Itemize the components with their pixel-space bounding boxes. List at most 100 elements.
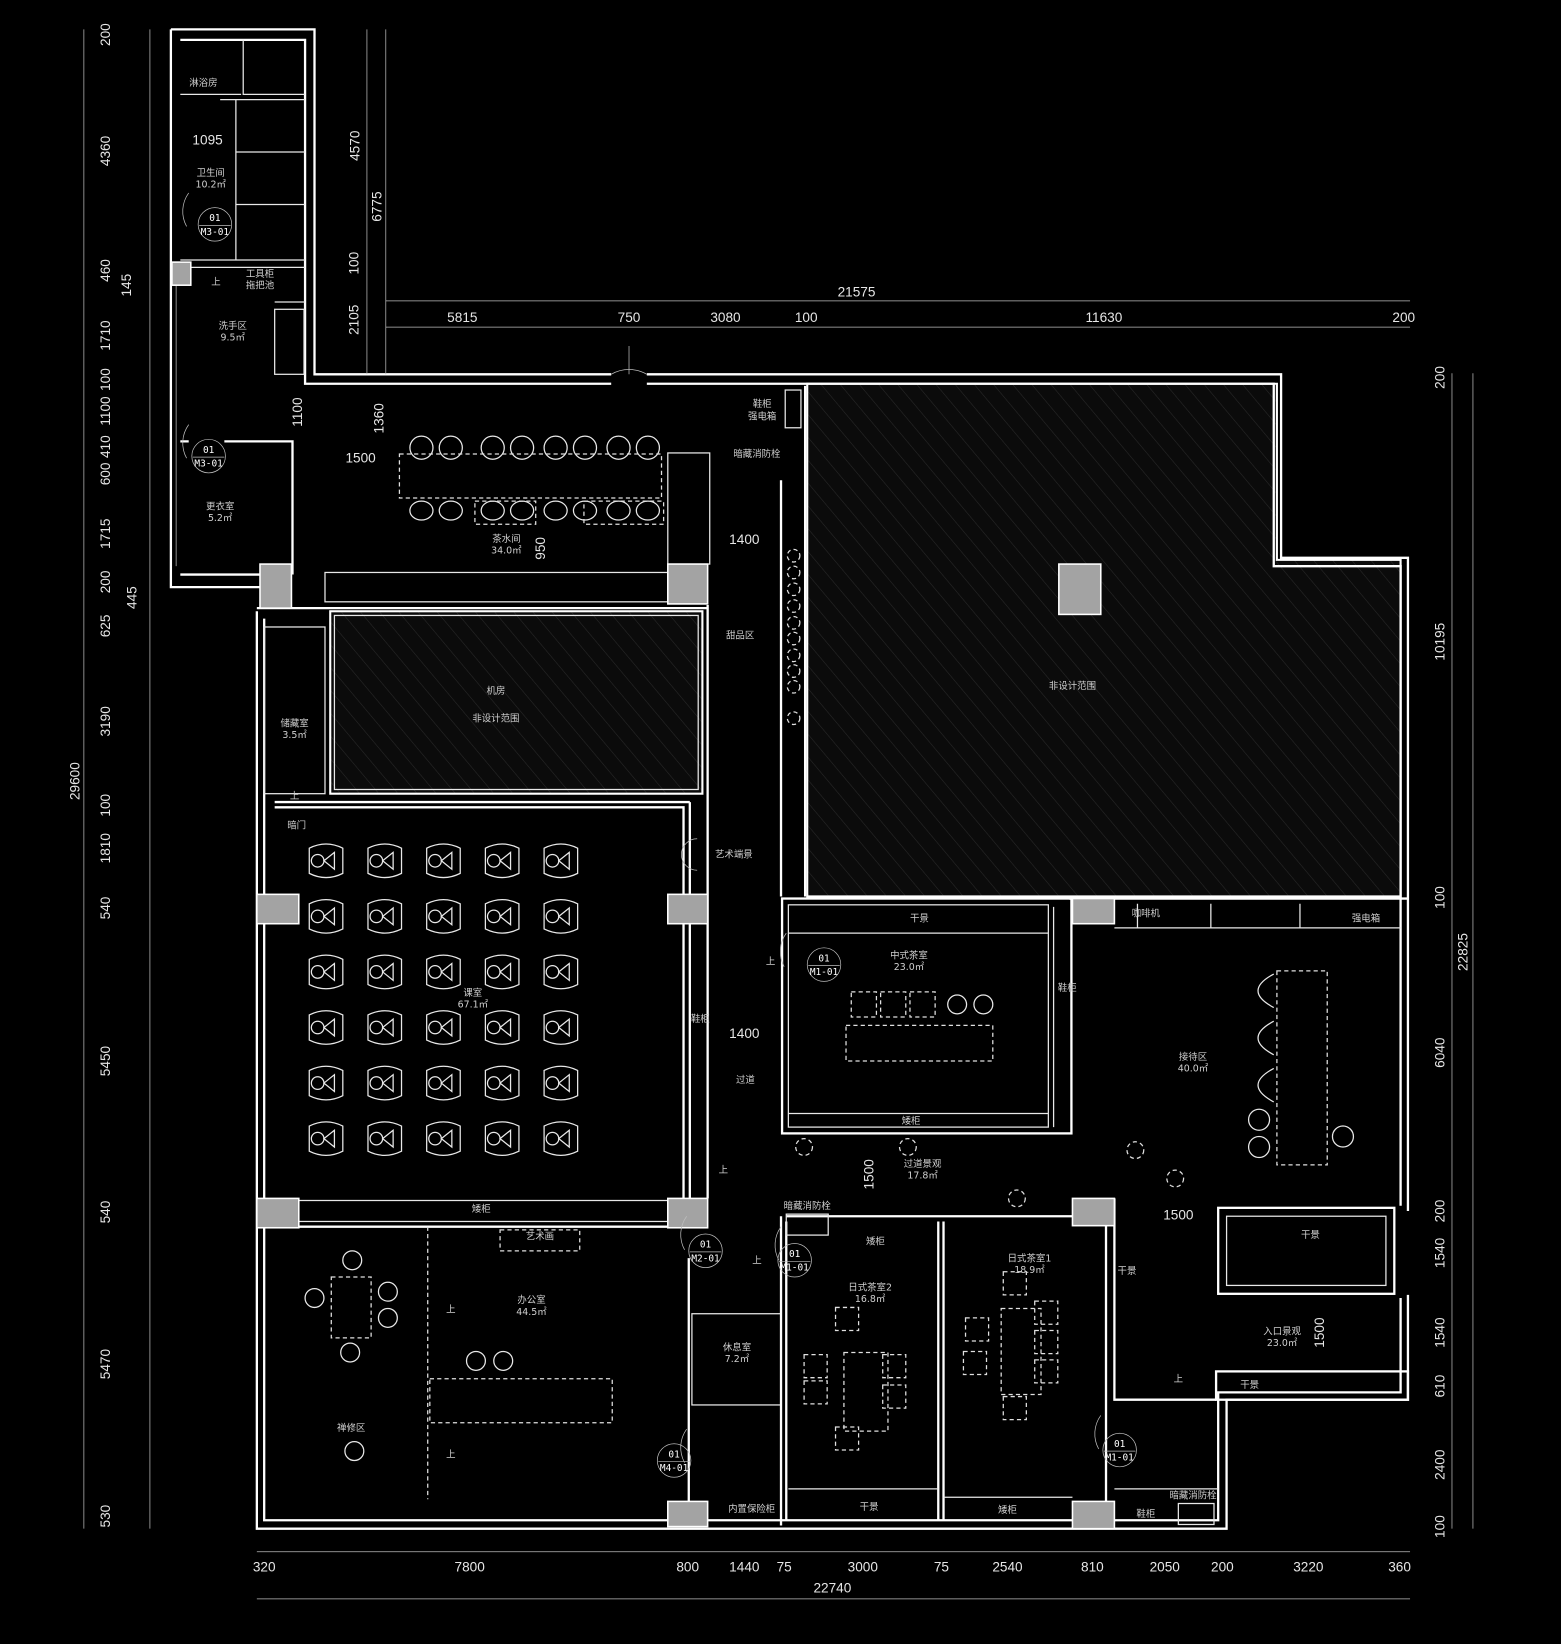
stool-icon: [786, 548, 801, 563]
door-swing: [779, 932, 787, 967]
room-name-label: 课室: [463, 987, 482, 999]
dimension-left: 100: [98, 368, 113, 391]
classroom-chair-icon: [367, 843, 403, 879]
fixture-label: 鞋柜: [1058, 982, 1077, 994]
seat-icon: [964, 1317, 990, 1342]
classroom-chair-icon: [484, 1121, 520, 1157]
exterior-walls: [169, 28, 1410, 1530]
door-swing: [680, 1216, 687, 1250]
dimension-lines: [83, 29, 1474, 1600]
dimension-bottom: 360: [1388, 1560, 1411, 1575]
chair-icon: [438, 500, 463, 521]
dimension-interior: 1500: [1312, 1317, 1327, 1348]
dimension-interior: 1100: [290, 397, 305, 427]
fixture-label: 矮柜: [998, 1504, 1017, 1516]
classroom-chair-icon: [367, 1065, 403, 1101]
room-area-label: 44.5㎡: [516, 1307, 547, 1318]
seat-icon: [1034, 1329, 1059, 1355]
dimension-interior: 1095: [192, 133, 222, 148]
room-name-label: 卫生间: [197, 167, 225, 179]
dimension-bottom: 320: [253, 1560, 276, 1575]
fixture-label: 非设计范围: [472, 712, 519, 724]
dimension-interior: 1400: [729, 1026, 760, 1041]
seat-icon: [962, 1350, 988, 1376]
fixture-label: 暗藏消防栓: [733, 448, 781, 460]
classroom-chair-icon: [543, 1010, 579, 1045]
seat-icon: [834, 1426, 860, 1451]
seat-icon: [803, 1380, 828, 1405]
seat-icon: [1034, 1300, 1059, 1325]
chair-icon: [1257, 973, 1275, 1009]
door-tag-circle: [1102, 1432, 1137, 1468]
stool-icon: [1247, 1108, 1271, 1131]
tea-table: [1000, 1307, 1042, 1396]
chair-icon: [438, 435, 463, 460]
side-table: [583, 500, 665, 525]
dimension-interior: 1500: [861, 1159, 876, 1190]
seat-icon: [882, 1353, 907, 1379]
non-design-area-large: [806, 382, 1402, 898]
dimension-right: 2400: [1433, 1449, 1448, 1480]
room-name-label: 中式茶室: [890, 949, 928, 961]
dimension-left: 445: [124, 586, 139, 609]
door-tag-circle: [688, 1233, 723, 1268]
dimension-bottom-total: 22740: [813, 1581, 851, 1596]
classroom-chair-icon: [367, 1010, 403, 1045]
dimension-left: 600: [98, 462, 113, 485]
dimension-bottom: 7800: [455, 1560, 486, 1575]
stool-icon: [947, 994, 968, 1015]
door-swing: [1094, 1415, 1102, 1450]
door-tag-number: 01: [1114, 1439, 1126, 1450]
seat-icon: [834, 1306, 860, 1332]
classroom-chair-icon: [367, 1121, 403, 1157]
dimension-bottom: 2540: [992, 1560, 1023, 1575]
plant-icon: [795, 1138, 814, 1157]
tea-table: [398, 453, 663, 499]
dimension-left: 200: [98, 23, 113, 46]
dimension-bottom: 3220: [1293, 1560, 1324, 1575]
dimension-left: 1810: [98, 833, 113, 864]
dimension-bottom: 3000: [848, 1560, 879, 1575]
seat-icon: [1002, 1271, 1027, 1296]
dimension-top: 11630: [1085, 310, 1122, 325]
room-area-label: 7.2㎡: [725, 1354, 750, 1365]
stool-icon: [786, 599, 801, 613]
fixture-label: 干景: [1240, 1380, 1259, 1391]
fixture-label: 干景: [1301, 1230, 1320, 1241]
stool-icon: [465, 1350, 487, 1371]
classroom-chair-icon: [426, 1121, 461, 1157]
dimension-right: 1540: [1433, 1237, 1448, 1268]
dimension-right: 200: [1433, 366, 1448, 389]
room-area-label: 40.0㎡: [1178, 1064, 1209, 1075]
plant-icon: [1007, 1189, 1026, 1208]
fixture-label: 强电箱: [1352, 913, 1380, 925]
stool-icon: [304, 1287, 325, 1309]
door-tag-number: 01: [789, 1249, 801, 1260]
room-area-label: 23.0㎡: [894, 962, 925, 973]
classroom-chair-icon: [308, 1065, 344, 1101]
dimension-right: 100: [1433, 886, 1448, 909]
seat-icon: [909, 991, 936, 1018]
dimension-bottom: 810: [1081, 1560, 1104, 1575]
fixture-label: 上: [1174, 1374, 1183, 1385]
chair-icon: [480, 435, 505, 460]
fixture-label: 暗门: [287, 819, 306, 831]
classroom-chair-icon: [543, 843, 579, 879]
dimension-top: 100: [795, 310, 818, 325]
room-area-label: 34.0㎡: [491, 546, 522, 557]
room-area-label: 23.0㎡: [1267, 1338, 1298, 1349]
classroom-chair-icon: [543, 898, 579, 934]
door-tag-code: M3-01: [201, 227, 230, 238]
door-swing: [182, 424, 190, 459]
room-name-label: 过道景观: [904, 1158, 942, 1170]
dimension-top-total: 21575: [838, 285, 876, 300]
chair-icon: [635, 435, 661, 460]
door-tag-code: M4-01: [660, 1463, 689, 1474]
room-name-label: 洗手区: [219, 320, 247, 332]
classroom-chair-icon: [367, 898, 403, 934]
room-area-label: 18.9㎡: [1014, 1265, 1045, 1276]
fixture-label: 拖把池: [246, 279, 275, 291]
stool-icon: [342, 1250, 363, 1271]
room-area-label: 3.5㎡: [282, 730, 307, 741]
dimension-left: 1100: [98, 396, 113, 426]
